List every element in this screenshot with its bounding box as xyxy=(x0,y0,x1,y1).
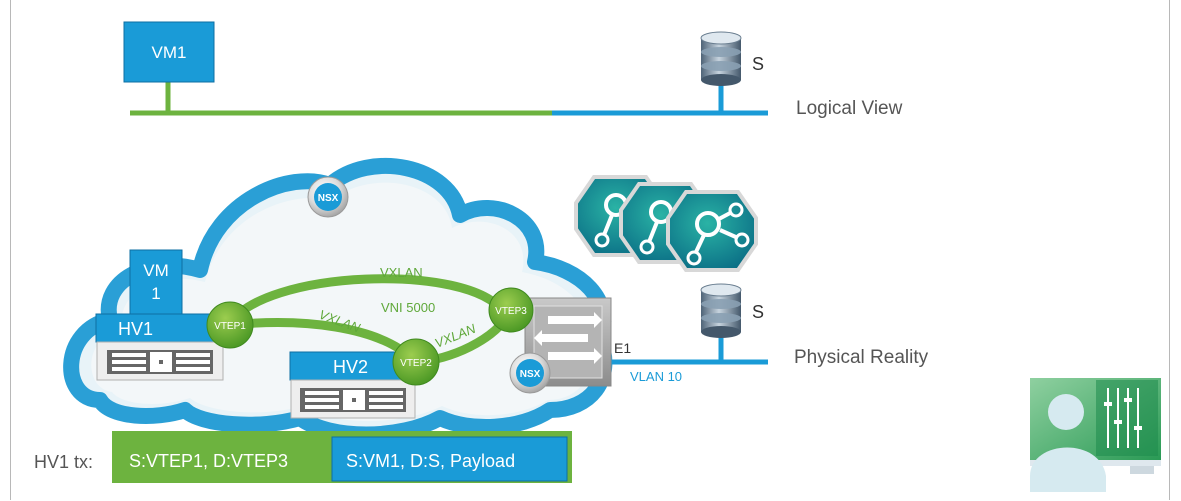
packet-prefix: HV1 tx: xyxy=(34,452,93,472)
admin-monitor-icon xyxy=(1030,378,1161,492)
vtep2-label: VTEP2 xyxy=(400,358,432,369)
hv1-label: HV1 xyxy=(118,319,153,339)
host-hv2: HV2 xyxy=(289,351,416,419)
slide-frame xyxy=(10,0,1170,500)
vtep3-label: VTEP3 xyxy=(495,306,527,317)
edge-label: E1 xyxy=(614,340,631,356)
physical-reality-title: Physical Reality xyxy=(794,347,929,368)
vtep1-label: VTEP1 xyxy=(214,321,246,332)
logical-view-title: Logical View xyxy=(796,98,903,119)
database-icon xyxy=(700,31,742,86)
switch-arrows-icon xyxy=(534,312,602,364)
tunnel-vtep1-vtep3 xyxy=(226,274,507,328)
vm1-hv1-label-line1: VM xyxy=(143,261,169,280)
vtep1: VTEP1 xyxy=(206,301,254,349)
nsx-logo: NSX xyxy=(509,352,551,394)
nsx-logo: NSX xyxy=(307,176,349,218)
vni-label: VNI 5000 xyxy=(381,300,435,315)
logical-view: VM1 S xyxy=(123,21,768,116)
nsx-logo-label: NSX xyxy=(318,193,339,204)
vtep2: VTEP2 xyxy=(392,338,440,386)
hv1-header xyxy=(95,313,225,343)
hv2-label: HV2 xyxy=(333,357,368,377)
vlan-label: VLAN 10 xyxy=(630,369,682,384)
vm1-on-hv1 xyxy=(129,249,183,315)
controller-icon xyxy=(666,190,758,272)
server-icon xyxy=(96,341,224,381)
packet-inner-header: S:VM1, D:S, Payload xyxy=(346,451,515,471)
vm1-box xyxy=(123,21,215,83)
storage-label-physical: S xyxy=(752,302,764,322)
vxlan-top-label: VXLAN xyxy=(380,265,423,280)
server-icon xyxy=(290,379,416,419)
vm1-hv1-label-line2: 1 xyxy=(151,284,160,303)
database-icon xyxy=(700,283,742,338)
controller-cluster xyxy=(574,175,758,272)
vm1-label: VM1 xyxy=(152,43,187,62)
edge-nsx-label: NSX xyxy=(520,369,541,380)
vtep3: VTEP3 xyxy=(488,287,534,333)
host-hv1: VM 1 HV1 xyxy=(95,249,225,381)
packet-inner-bg xyxy=(331,436,568,482)
packet-outer-header: S:VTEP1, D:VTEP3 xyxy=(129,451,288,471)
storage-label-logical: S xyxy=(752,54,764,74)
